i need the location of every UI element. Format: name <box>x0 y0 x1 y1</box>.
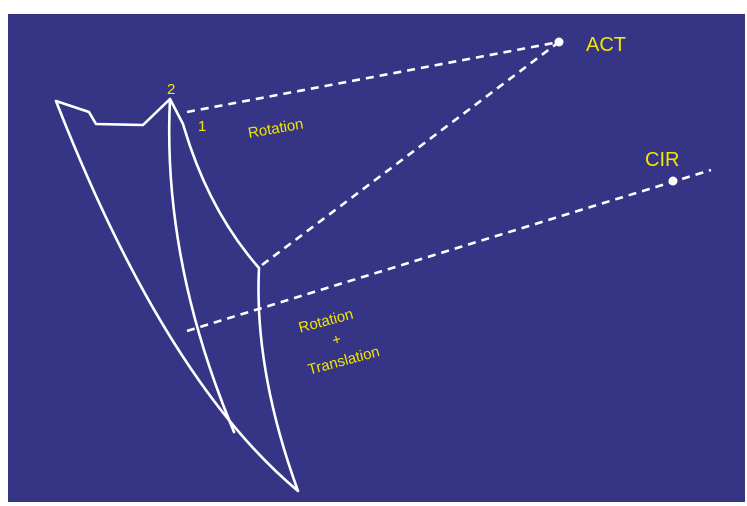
diagram-background <box>8 14 745 502</box>
marker-2-label: 2 <box>167 81 175 98</box>
reference-lines <box>186 40 712 333</box>
dashed-line-mid-to-act <box>261 40 560 267</box>
tooth-outer-contour <box>54 97 300 493</box>
act-point <box>554 37 564 47</box>
tooth-outline <box>54 97 300 493</box>
act-label: ACT <box>586 34 626 56</box>
cir-point <box>668 176 678 186</box>
dashed-line-cir <box>186 168 712 333</box>
dashed-line-top-to-act <box>186 40 560 114</box>
marker-1-label: 1 <box>198 118 206 135</box>
tooth-inner-curve <box>167 97 236 434</box>
cir-label: CIR <box>645 149 679 171</box>
